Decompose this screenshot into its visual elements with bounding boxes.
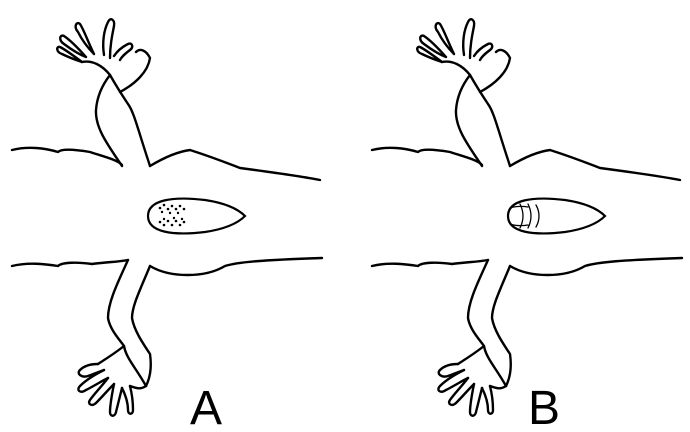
- lizard-outline-b: [372, 19, 682, 416]
- panel-label-a: A: [190, 382, 222, 432]
- panel-label-b: B: [528, 382, 560, 432]
- panel-a: A: [12, 19, 322, 432]
- panel-b: B: [372, 19, 682, 432]
- lizard-outline-a: [12, 19, 322, 416]
